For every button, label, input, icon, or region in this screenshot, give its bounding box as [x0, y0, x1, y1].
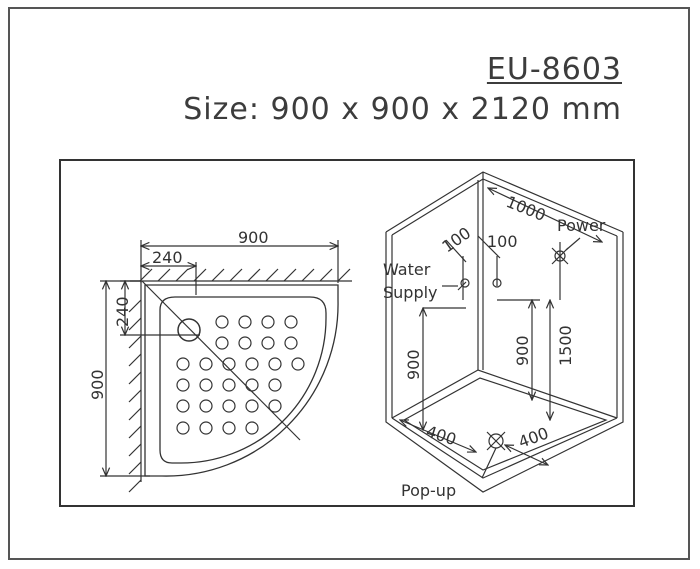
iso-height-left-label: 900 [404, 349, 423, 380]
iso-floor-inner [403, 377, 608, 471]
iso-walls-outline [385, 232, 624, 493]
plan-depth-label: 900 [88, 369, 107, 400]
dim-floor-right-400 [505, 445, 548, 465]
popup-label: Pop-up [401, 481, 456, 500]
iso-floor-left-label: 400 [424, 422, 459, 450]
iso-offset-left-label: 100 [438, 223, 474, 256]
iso-floor-right-label: 400 [516, 423, 551, 451]
wall-hatching-left [128, 281, 142, 493]
power-label: Power [557, 216, 606, 235]
dim-corner-240-top [141, 262, 196, 295]
drawing-frame [8, 7, 690, 560]
anti-slip-dots [176, 315, 305, 435]
water-valve-2 [492, 278, 502, 288]
diagonal-line [141, 280, 301, 441]
plan-corner-width-label: 240 [152, 248, 183, 267]
plan-width-label: 900 [238, 228, 269, 247]
dim-depth-900 [100, 281, 150, 476]
size-spec: Size: 900 x 900 x 2120 mm [183, 92, 622, 127]
iso-floor-back [391, 369, 618, 419]
water-supply-label-1: Water [383, 260, 431, 279]
iso-view [385, 171, 624, 493]
inner-frame [59, 159, 635, 507]
water-valve-1 [460, 278, 470, 288]
model-number: EU-8603 [486, 52, 622, 87]
dim-floor-left-400 [400, 420, 476, 452]
tray-inner-outline [159, 296, 327, 464]
wall-hatching-top [130, 268, 352, 282]
dim-top-1000 [488, 188, 602, 242]
plan-view [100, 240, 352, 493]
iso-height-right-label: 1500 [556, 325, 575, 366]
water-supply-label-2: Supply [383, 283, 438, 302]
dim-width-900 [141, 240, 338, 283]
dim-offset-right [477, 235, 501, 259]
drain-circle [177, 318, 201, 342]
iso-height-mid-label: 900 [513, 335, 532, 366]
iso-offset-right-label: 100 [487, 232, 518, 251]
plan-corner-depth-label: 240 [113, 296, 132, 327]
tray-outline [144, 284, 339, 477]
